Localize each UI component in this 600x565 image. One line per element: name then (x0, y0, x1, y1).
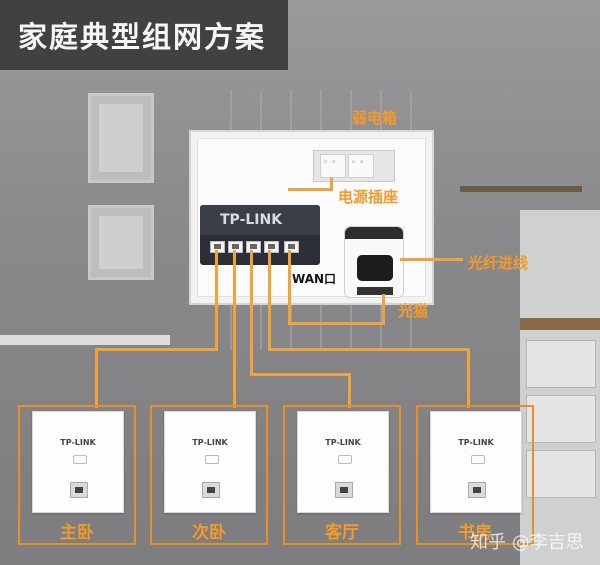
watermark: 知乎 @李吉思 (470, 532, 584, 553)
wall-frame-top (88, 93, 154, 183)
line-to-living-v1 (250, 250, 253, 375)
panel-brand: TP-LINK (458, 438, 494, 447)
room-panel-master: TP-LINK 主卧 (18, 405, 136, 545)
wan-wire-up (382, 294, 385, 325)
room-label: 客厅 (325, 523, 359, 543)
line-to-living-h (250, 373, 350, 376)
led-indicator-icon (205, 455, 219, 464)
led-indicator-icon (471, 455, 485, 464)
switch-port-2 (228, 241, 243, 253)
power-wire (330, 178, 333, 190)
optical-modem (344, 226, 404, 298)
switch-port-wan (284, 241, 299, 253)
ethernet-jack-icon (468, 482, 486, 498)
room-label: 次卧 (192, 523, 226, 543)
room-panel-study: TP-LINK 书房 (416, 405, 534, 545)
led-indicator-icon (338, 455, 352, 464)
panel-brand: TP-LINK (192, 438, 228, 447)
network-switch: TP-LINK (200, 205, 320, 265)
dining-table (0, 335, 170, 345)
panel-brand: TP-LINK (60, 438, 96, 447)
fiber-in-label: 光纤进线 (468, 254, 529, 272)
wan-wire-h (288, 322, 385, 325)
line-to-master-v1 (215, 250, 218, 350)
line-to-master-h (95, 348, 218, 351)
power-socket (313, 150, 395, 182)
page-title: 家庭典型组网方案 (18, 20, 267, 54)
room-label: 主卧 (60, 523, 94, 543)
power-socket-label: 电源插座 (338, 188, 399, 206)
weak-box-label: 弱电箱 (352, 109, 398, 127)
line-to-master-v2 (95, 348, 98, 408)
wall-shelf (460, 186, 582, 192)
ethernet-jack-icon (202, 482, 220, 498)
switch-brand: TP-LINK (220, 212, 283, 228)
ethernet-jack-icon (70, 482, 88, 498)
room-panel-living: TP-LINK 客厅 (283, 405, 401, 545)
line-to-study-v2 (467, 348, 470, 408)
switch-port-4 (264, 241, 279, 253)
switch-port-3 (246, 241, 261, 253)
panel-brand: TP-LINK (325, 438, 361, 447)
fiber-wire (400, 258, 463, 261)
room-label: 书房 (458, 523, 492, 543)
ethernet-jack-icon (335, 482, 353, 498)
optical-modem-label: 光猫 (398, 302, 429, 320)
wall-frame-bottom (88, 205, 154, 280)
line-to-second-v1 (233, 250, 236, 408)
line-to-study-v1 (268, 250, 271, 350)
led-indicator-icon (73, 455, 87, 464)
power-wire-h (288, 188, 333, 191)
wan-wire-v (288, 250, 291, 325)
title-banner: 家庭典型组网方案 (0, 0, 288, 70)
room-panel-second: TP-LINK 次卧 (150, 405, 268, 545)
wan-port-label: WAN口 (292, 272, 337, 286)
line-to-study-h (268, 348, 470, 351)
line-to-living-v2 (348, 373, 351, 408)
